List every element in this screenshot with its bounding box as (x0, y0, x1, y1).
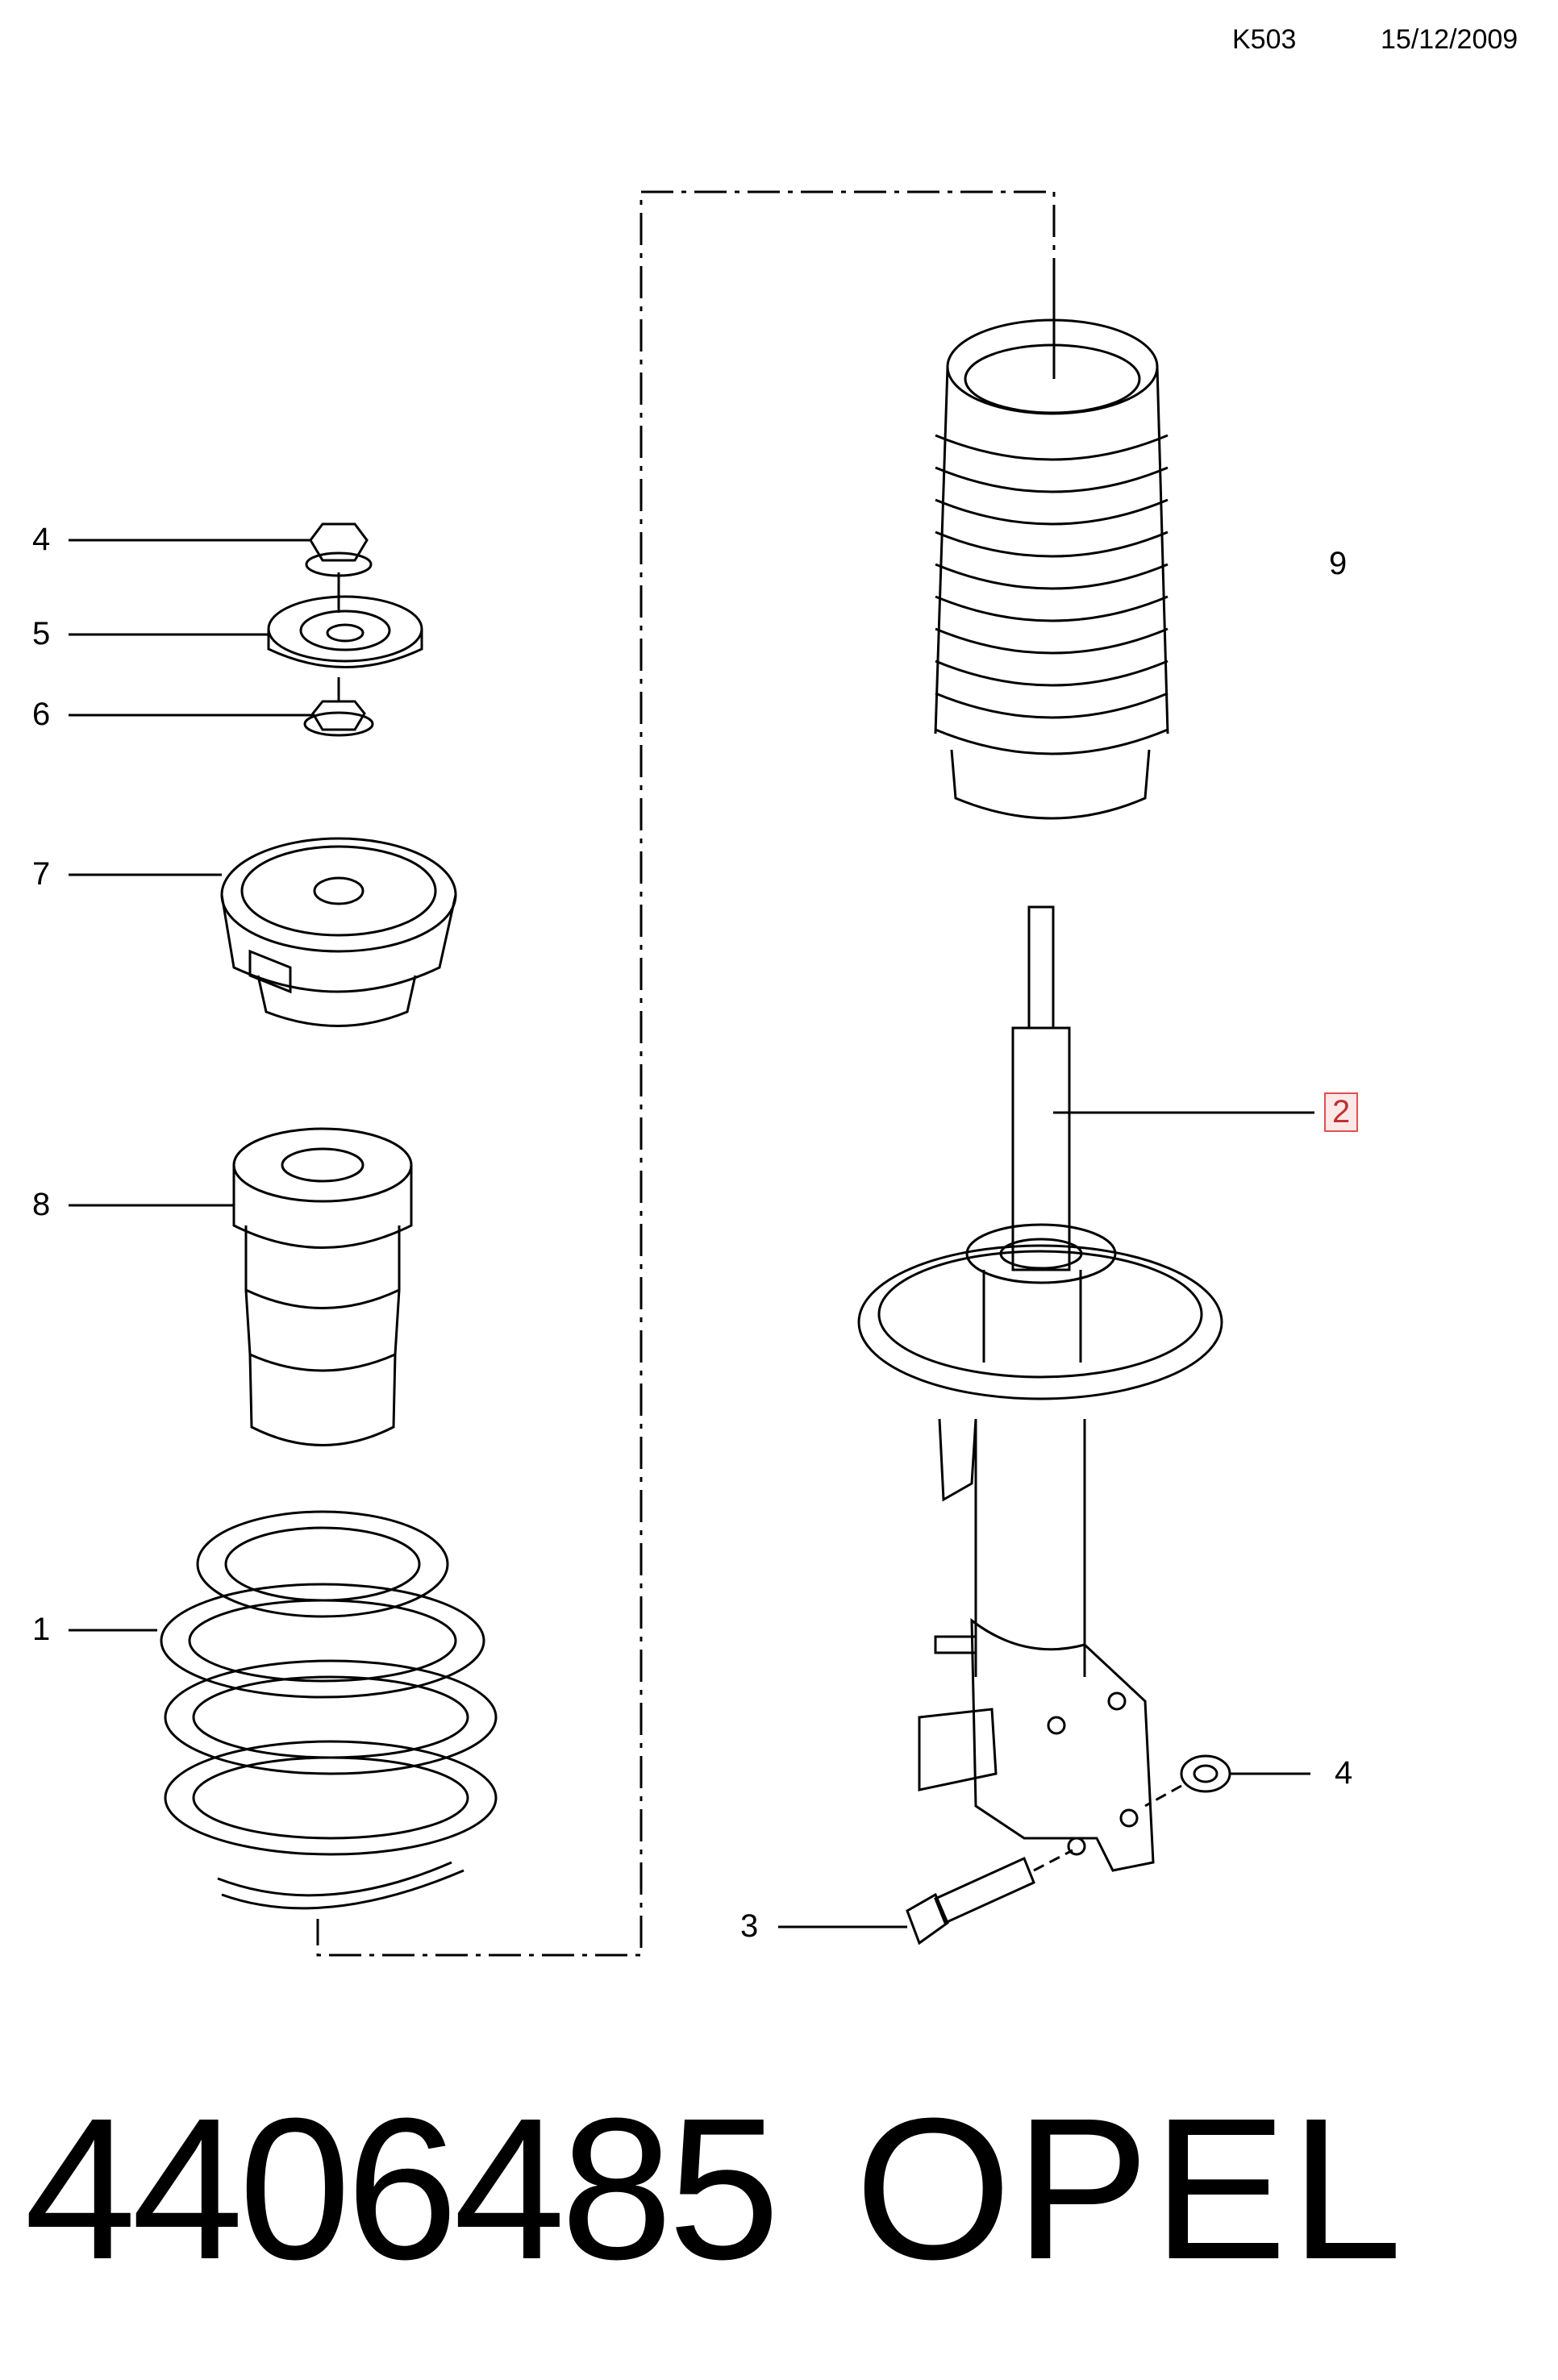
callout-4-top: 4 (32, 522, 51, 557)
dust-boot-drawing (934, 290, 1169, 820)
callout-3: 3 (740, 1908, 759, 1944)
callout-2-highlighted: 2 (1324, 1092, 1359, 1132)
coil-spring-drawing (69, 1510, 498, 1910)
callout-5: 5 (32, 616, 51, 651)
strut-mount-drawing (69, 837, 457, 1027)
callout-8: 8 (32, 1187, 51, 1222)
nut-bottom-drawing (69, 700, 374, 737)
washer-drawing (69, 595, 423, 701)
header-date: 15/12/2009 (1381, 24, 1518, 55)
bump-stop-drawing (69, 1127, 413, 1446)
brand-name: OPEL (855, 2076, 1406, 2301)
part-number: 4406485 (24, 2076, 780, 2301)
assembly-dash-line (316, 190, 1056, 1957)
nut-right-drawing (1144, 1754, 1310, 1808)
callout-1: 1 (32, 1612, 51, 1647)
callout-4-right: 4 (1335, 1755, 1353, 1791)
callout-6: 6 (32, 697, 51, 732)
callout-9: 9 (1329, 546, 1348, 581)
bolt-drawing (778, 1849, 1073, 1945)
nut-top-drawing (69, 522, 373, 613)
strut-drawing (857, 905, 1314, 1872)
header-code: K503 (1232, 24, 1297, 55)
callout-7: 7 (32, 856, 51, 892)
